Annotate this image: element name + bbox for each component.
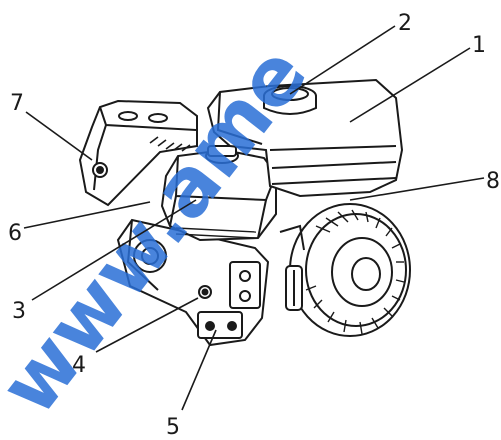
leader-line-5 [181,329,217,411]
leader-lines [23,25,485,411]
leader-line-1 [349,47,471,123]
watermark-text: www.ame [0,29,325,432]
callout-3: 3 [12,299,26,324]
callout-1: 1 [472,33,486,58]
callout-7: 7 [10,91,24,116]
leader-line-4 [95,297,199,353]
recoil-starter-illustration [279,203,411,337]
leader-line-7 [25,111,93,161]
air-cleaner-illustration [160,145,277,242]
callout-8: 8 [486,169,500,194]
leader-line-8 [349,177,485,201]
callout-5: 5 [166,415,180,440]
muffler-illustration [78,99,198,207]
callout-labels: 1 2 3 4 5 6 7 8 [8,11,500,440]
callout-2: 2 [398,11,412,36]
leader-line-3 [31,199,197,301]
callout-6: 6 [8,221,22,246]
fuel-tank-illustration [206,78,404,198]
callout-4: 4 [72,353,86,378]
leader-line-6 [23,201,151,229]
leader-line-2 [289,25,396,95]
